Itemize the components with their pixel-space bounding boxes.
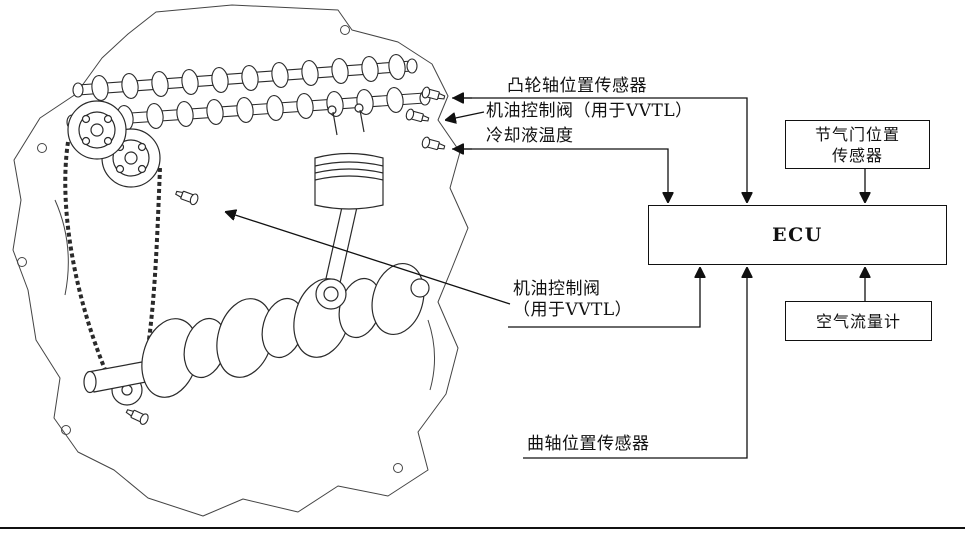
ecu-label: ECU	[772, 223, 823, 246]
bottom-border-line	[0, 527, 965, 529]
oil-valve-top-arrow-icon	[446, 111, 485, 120]
piston-and-rod	[314, 103, 384, 310]
engine-illustration	[12, 4, 469, 517]
label-oil-control-valve-mid-line2: （用于VVTL）	[513, 300, 633, 320]
ecu-box: ECU	[648, 205, 947, 265]
crankshaft	[83, 263, 430, 398]
throttle-box-label-line2: 传感器	[831, 145, 883, 165]
cam-sprockets	[67, 100, 161, 188]
air-flow-meter-label: 空气流量计	[815, 311, 901, 331]
camshaft-upper	[72, 54, 418, 101]
label-oil-control-valve-mid-line1: 机油控制阀	[513, 279, 601, 299]
camshaft-sensor-connector	[452, 97, 747, 202]
coolant-temp-connector	[452, 148, 668, 202]
throttle-position-sensor-box: 节气门位置 传感器	[785, 120, 930, 169]
oil-valve-mid-connector	[508, 268, 700, 328]
engine-outline	[12, 4, 469, 517]
air-flow-meter-box: 空气流量计	[785, 301, 932, 341]
oil-valve-mid-engine-arrow-icon	[226, 212, 511, 305]
label-oil-control-valve-mid: 机油控制阀 （用于VVTL）	[513, 279, 632, 321]
throttle-box-label-line1: 节气门位置	[814, 124, 900, 144]
label-coolant-temperature: 冷却液温度	[486, 126, 574, 146]
label-crankshaft-position-sensor: 曲轴位置传感器	[527, 434, 650, 454]
label-camshaft-position-sensor: 凸轮轴位置传感器	[507, 76, 647, 96]
crankshaft-sensor-connector	[523, 268, 747, 459]
label-oil-control-valve-top: 机油控制阀（用于VVTL）	[486, 101, 693, 121]
